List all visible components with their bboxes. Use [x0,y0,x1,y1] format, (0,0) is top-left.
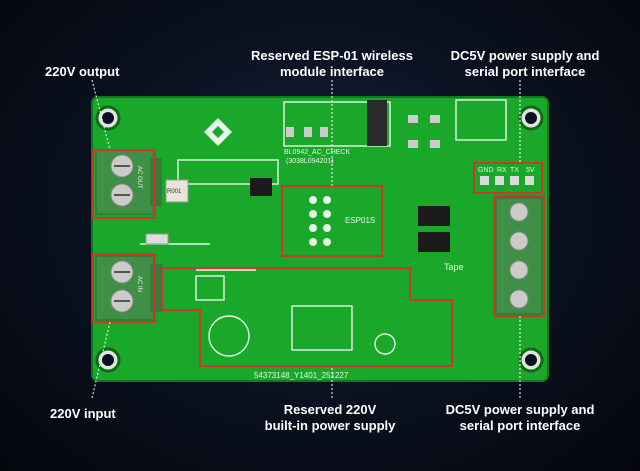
fastener-logo-icon [204,118,232,146]
label-dc5v-bottom-line2: serial port interface [459,418,581,433]
chip-label: BL0942_AC_CHECK [284,149,350,156]
header-pin-5v: 5V [526,167,535,174]
label-power-line2: built-in power supply [264,418,396,433]
annotation-lines [91,79,521,399]
label-dc5v-top-line2: serial port interface [464,64,586,79]
label-220v-output: 220V output [45,64,120,79]
highlight-ac-in [92,253,156,323]
power-supply-outlines [195,275,396,357]
resistor-code: R001 [167,189,182,195]
label-220v-input: 220V input [50,406,116,421]
label-esp01-line2: module interface [279,64,385,79]
uart-header-pins [480,176,534,185]
terminal-dc5v [495,197,543,315]
pcb-board [91,96,549,382]
label-power-supply: Reserved 220V built-in power supply [250,402,410,434]
label-dc5v-top: DC5V power supply and serial port interf… [440,48,610,80]
ac-out-label: AC OUT [136,166,142,189]
ac-in-label: AC IN [136,276,142,292]
highlight-power-supply [161,267,453,367]
header-pin-gnd: GND [478,167,494,174]
terminal-ac-out [95,149,162,215]
highlight-uart-header [473,162,543,194]
label-power-line1: Reserved 220V [283,402,377,417]
terminal-ac-in [95,255,162,321]
highlight-ac-out [92,149,156,219]
chip-code: (3038L094201) [286,158,334,165]
label-dc5v-bottom-line1: DC5V power supply and [445,402,595,417]
tape-label: Tape [444,262,464,272]
highlight-dc5v-terminal [493,195,545,317]
esp-label: ESP01S [345,216,375,225]
components [145,100,450,252]
board-id: 54373148_Y1401_251227 [254,371,349,380]
label-dc5v-top-line1: DC5V power supply and [450,48,600,63]
header-pin-rx: RX [497,167,507,174]
label-esp01: Reserved ESP-01 wireless module interfac… [242,48,422,80]
header-pin-tx: TX [510,167,519,174]
label-esp01-line1: Reserved ESP-01 wireless [251,48,413,63]
label-dc5v-bottom: DC5V power supply and serial port interf… [435,402,605,434]
esp01-header-pads [309,196,331,246]
